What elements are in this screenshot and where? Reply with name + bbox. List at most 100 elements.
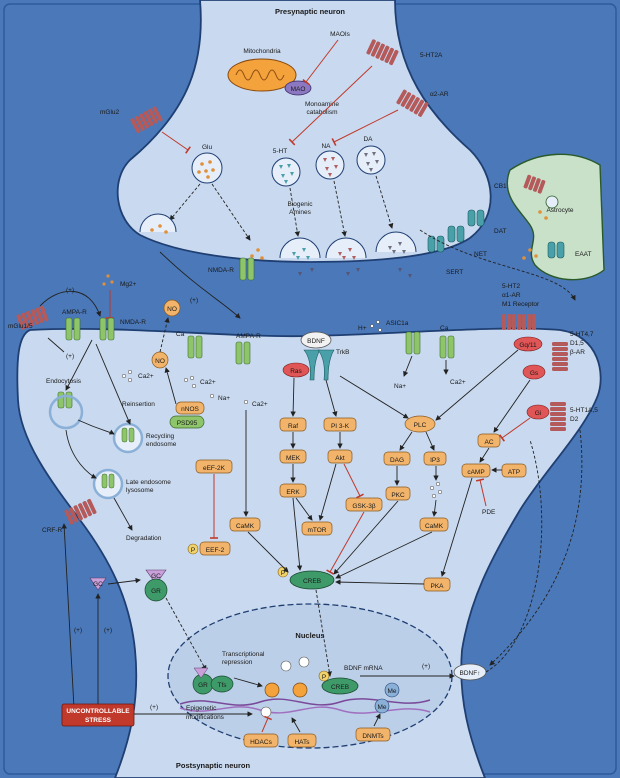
nmdar-post	[99, 317, 115, 341]
erk-label: ERK	[286, 489, 300, 496]
gr-cyto	[144, 578, 168, 602]
stress-box	[61, 703, 135, 727]
mek-label: MEK	[286, 455, 301, 462]
gc-inner-label: GC	[151, 573, 161, 580]
pde-label: PDE	[482, 509, 496, 516]
biogenic-label-1: Biogenic	[288, 201, 314, 208]
eaat-label: EAAT	[575, 251, 592, 258]
gpcr-gq	[502, 314, 536, 330]
plus-epi: (+)	[150, 704, 158, 711]
ca2-label-2: Ca2+	[200, 379, 216, 386]
cb1-label: CB1	[494, 183, 507, 190]
trkb-receptor	[303, 349, 335, 381]
vesicle-na	[315, 150, 345, 180]
ras	[282, 362, 310, 378]
catabolism-label-2: catabolism	[306, 109, 337, 116]
no-bottom-label: NO	[155, 358, 165, 365]
late-label-1: Late endosome	[126, 479, 171, 486]
dat-label: DAT	[494, 228, 507, 235]
camp-label: cAMP	[467, 469, 484, 476]
mglu15-receptor	[16, 305, 49, 330]
pi3k-label: PI 3-K	[331, 423, 350, 430]
presynaptic-label: Presynaptic neuron	[275, 7, 345, 16]
gpcr-gi	[550, 402, 566, 431]
ca-channel-2	[439, 335, 455, 359]
mtor-label: mTOR	[307, 527, 326, 534]
receptor-a2ar	[396, 89, 429, 117]
endocytosis-label: Endocytosis	[46, 378, 82, 385]
mitochondria-label: Mitochondria	[243, 48, 281, 55]
akt-label: Akt	[335, 455, 345, 462]
nnos-box	[175, 401, 205, 415]
biogenic-label-2: Amines	[289, 209, 311, 216]
hats-label: HATs	[294, 739, 310, 746]
ac-label: AC	[484, 439, 493, 446]
camk2-box	[419, 517, 449, 532]
glu-label: Glu	[202, 144, 213, 151]
tfs-label: Tfs	[217, 682, 227, 689]
creb-nucleus	[321, 677, 359, 695]
crfr-label: CRF-R	[42, 527, 63, 534]
crfr-receptor	[64, 498, 97, 525]
epi-label-2: modifications	[186, 714, 225, 721]
histone-2	[292, 682, 308, 698]
ca2-label-main: Ca	[440, 325, 449, 332]
pkc-label: PKC	[391, 492, 405, 499]
mrna-label: BDNF mRNA	[344, 665, 383, 672]
ca-channel	[187, 335, 203, 359]
ampar-left	[65, 317, 81, 341]
dnmts-box	[355, 727, 391, 742]
ampar-internal-1	[57, 391, 73, 409]
ht2a-label: 5-HT2A	[420, 52, 443, 59]
bdnf-ligand	[300, 331, 332, 349]
plus-4: (+)	[74, 627, 82, 634]
camk-box	[229, 517, 261, 532]
dag-label: DAG	[390, 457, 404, 464]
p-nucleus	[318, 670, 330, 682]
gc-outer-label: GC	[93, 581, 103, 588]
raf-label: Raf	[288, 423, 298, 430]
ip3-label: IP3	[430, 457, 440, 464]
plus-nuc: (+)	[422, 663, 430, 670]
p-nucleus-label: P	[322, 674, 326, 681]
creb-cyto	[289, 570, 335, 590]
eef2-label: EEF-2	[206, 547, 225, 554]
eaat-transporter	[547, 241, 565, 259]
asic1a-channel	[405, 331, 421, 355]
ht2-label: 5-HT2	[502, 283, 520, 290]
5ht-label: 5-HT	[273, 148, 287, 155]
nucleus-label: Nucleus	[295, 631, 324, 640]
postsynaptic-label: Postsynaptic neuron	[176, 761, 251, 770]
vesicle-glu	[191, 152, 223, 184]
stress-label-1: UNCONTROLLABLE	[66, 708, 130, 715]
plc	[404, 415, 436, 433]
late-endosome	[92, 468, 124, 500]
m1-label: M1 Receptor	[502, 301, 540, 308]
atp-label: ATP	[508, 469, 520, 476]
plc-label: PLC	[414, 422, 427, 429]
astrocyte-label: Astrocyte	[546, 207, 573, 214]
creb-cyto-label: CREB	[303, 578, 321, 585]
ca2-label-4: Ca2+	[450, 379, 466, 386]
gpcr-gs	[552, 342, 568, 371]
late-label-2: lysosome	[126, 487, 154, 494]
ampar-mid-label: AMPA-R	[236, 333, 261, 340]
maois-label: MAOIs	[330, 31, 351, 38]
mglu15-label: mGlu1/5	[8, 323, 33, 330]
a2ar-label: α2-AR	[430, 91, 449, 98]
ca-label: Ca	[176, 331, 185, 338]
camp-box	[461, 463, 491, 478]
p-creb-label: P	[281, 570, 285, 577]
eef2-box	[199, 541, 231, 556]
asic-label: ASIC1a	[386, 320, 409, 327]
ip3-box	[423, 451, 447, 466]
vesicle-da	[356, 145, 386, 175]
tfs	[210, 675, 234, 693]
trans-label-2: repression	[222, 659, 253, 666]
pi3k-box	[323, 417, 357, 432]
akt-box	[327, 449, 353, 464]
trkb-label: TrkB	[336, 349, 349, 356]
recycling-label-1: Recycling	[146, 433, 175, 440]
bdnf-output-label: BDNF↑	[460, 670, 481, 677]
reinsertion-label: Reinsertion	[122, 401, 155, 408]
